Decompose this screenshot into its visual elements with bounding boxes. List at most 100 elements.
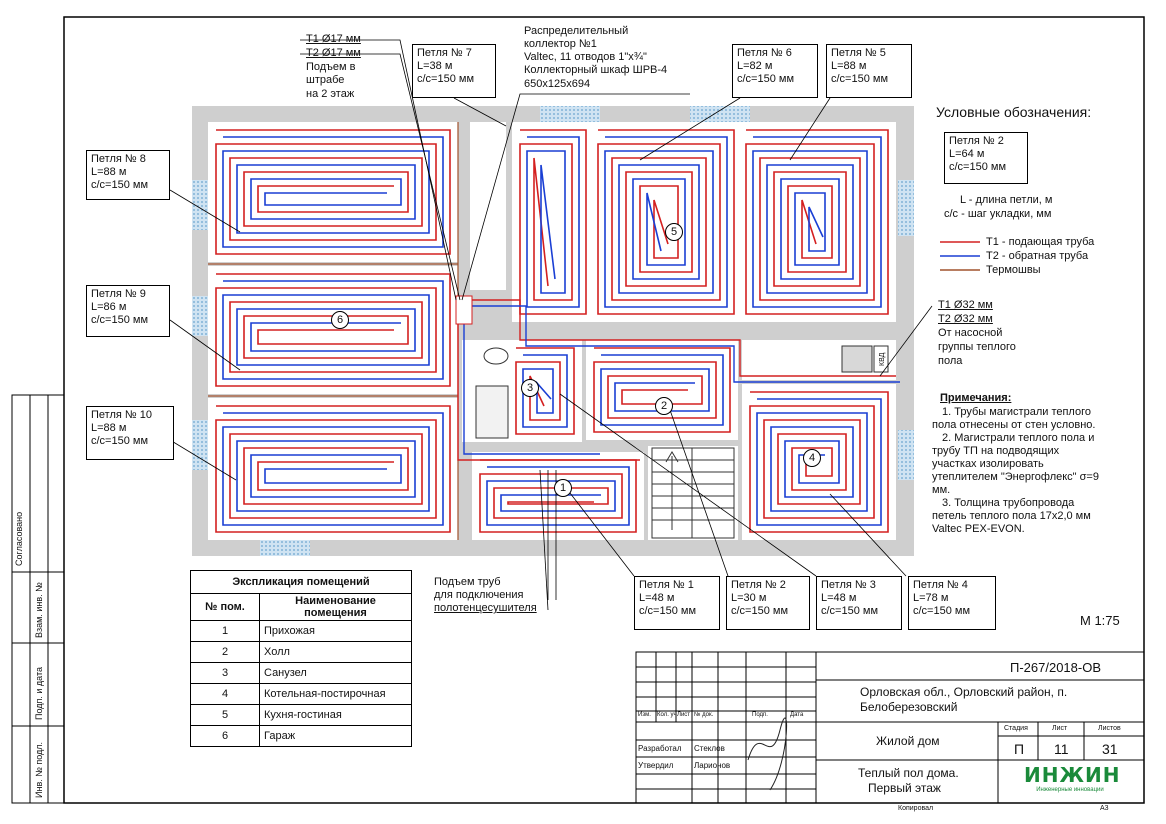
side-inv-replace: Взам. инв. № <box>34 582 44 638</box>
pump-note-1: От насосной <box>938 327 1003 339</box>
note-line: 1. Трубы магистрали теплого <box>942 406 1091 418</box>
side-inv-orig: Инв. № подл. <box>34 741 44 798</box>
room-number: 5 <box>190 704 260 726</box>
address-line-1: Орловская обл., Орловский район, п. <box>860 685 1068 699</box>
side-agreed: Согласовано <box>14 511 24 566</box>
riser-t2: Т2 Ø17 мм <box>306 47 361 59</box>
loop-return-pipe <box>526 136 580 308</box>
room-name: Холл <box>259 641 412 663</box>
note-line: пола отнесены от стен условно. <box>932 419 1096 431</box>
main-pipes <box>457 299 900 461</box>
developer-name: Стеклов <box>694 744 725 753</box>
explication-table: Экспликация помещений № пом. Наименовани… <box>190 570 412 747</box>
doc-code: П-267/2018-ОВ <box>1010 660 1102 675</box>
room-number-mark: 2 <box>655 397 673 415</box>
towel-note-1: Подъем труб <box>434 576 501 588</box>
loop-supply-pipe <box>519 129 587 315</box>
scale-label: М 1:75 <box>1080 613 1120 628</box>
loop-return-pipe <box>600 354 724 426</box>
legend-title: Условные обозначения: <box>936 104 1092 120</box>
side-sign-date: Подп. и дата <box>34 666 44 720</box>
stamp-col-header: № док. <box>694 712 714 718</box>
loop-supply-pipe <box>215 405 451 533</box>
sheet-value: 11 <box>1054 741 1069 757</box>
stamp-col-header: Подп. <box>752 712 768 718</box>
sheets-value: 31 <box>1102 741 1118 757</box>
riser-note-3: на 2 этаж <box>306 88 355 100</box>
loop-return-pipe <box>752 136 882 308</box>
legend-l-desc: L - длина петли, м <box>960 194 1053 206</box>
sheets-header: Листов <box>1098 725 1121 732</box>
room-number: 6 <box>190 725 260 747</box>
loop-return-pipe <box>756 398 882 526</box>
note-line: петель теплого пола 17х2,0 мм <box>932 510 1091 522</box>
pump-t2: Т2 Ø32 мм <box>938 313 993 325</box>
stamp-col-header: Кол. уч <box>657 712 677 718</box>
note-line: 3. Толщина трубопровода <box>942 497 1075 509</box>
loop-supply-pipe <box>515 347 575 435</box>
copied-label: Копировал <box>898 805 934 812</box>
room-number: 1 <box>190 620 260 642</box>
explication-title: Экспликация помещений <box>190 570 412 594</box>
format-label: А3 <box>1100 805 1109 812</box>
leader-lines <box>169 39 933 611</box>
explication-col-num: № пом. <box>190 593 260 621</box>
room-name: Кухня-гостиная <box>259 704 412 726</box>
signature <box>747 717 788 791</box>
note-line: 2. Магистрали теплого пола и <box>942 432 1095 444</box>
toilet <box>483 347 509 365</box>
room-number: 2 <box>190 641 260 663</box>
towel-note-2: для подключения <box>434 589 524 601</box>
riser-note-1: Подъем в <box>306 61 356 73</box>
room-number: 4 <box>190 683 260 705</box>
loop-supply-pipe <box>749 391 889 533</box>
collector-box <box>455 295 473 325</box>
pump-t1: Т1 Ø32 мм <box>938 299 993 311</box>
windows <box>192 106 914 556</box>
sheet-header: Лист <box>1052 725 1068 732</box>
pump-note-2: группы теплого <box>938 341 1016 353</box>
legend-t1: Т1 - подающая труба <box>986 236 1095 248</box>
note-line: мм. <box>932 484 951 496</box>
pump-note-3: пола <box>938 355 963 367</box>
address-line-2: Белоберезовский <box>860 700 958 714</box>
heating-loops <box>208 122 889 540</box>
notes-title: Примечания: <box>940 392 1012 404</box>
loop-return-pipe <box>486 466 630 526</box>
loop-supply-pipe <box>745 129 889 315</box>
object-name: Жилой дом <box>876 734 940 748</box>
collector-line-5: 650x125x694 <box>524 78 591 90</box>
room-number-mark: 3 <box>521 379 539 397</box>
loop-return-pipe <box>222 412 444 526</box>
stairs <box>651 447 735 539</box>
room-number: 3 <box>190 662 260 684</box>
loop-supply-pipe <box>597 129 735 315</box>
collector-line-3: Valtec, 11 отводов 1"x¾" <box>524 51 647 63</box>
note-line: утеплителем "Энергофлекс" σ=9 <box>932 471 1099 483</box>
room-name: Котельная-постирочная <box>259 683 412 705</box>
riser-t1: Т1 Ø17 мм <box>306 33 361 45</box>
loop-supply-pipe <box>479 459 637 533</box>
boiler-tag: КВД <box>879 352 886 366</box>
riser-note-2: штрабе <box>306 74 345 86</box>
room-number-mark: 4 <box>803 449 821 467</box>
collector-line-1: Распределительный <box>524 25 629 37</box>
loop-return-pipe <box>522 354 568 428</box>
boiler <box>841 345 873 373</box>
stage-value: П <box>1014 741 1025 757</box>
stamp-col-header: Лист <box>677 712 691 718</box>
